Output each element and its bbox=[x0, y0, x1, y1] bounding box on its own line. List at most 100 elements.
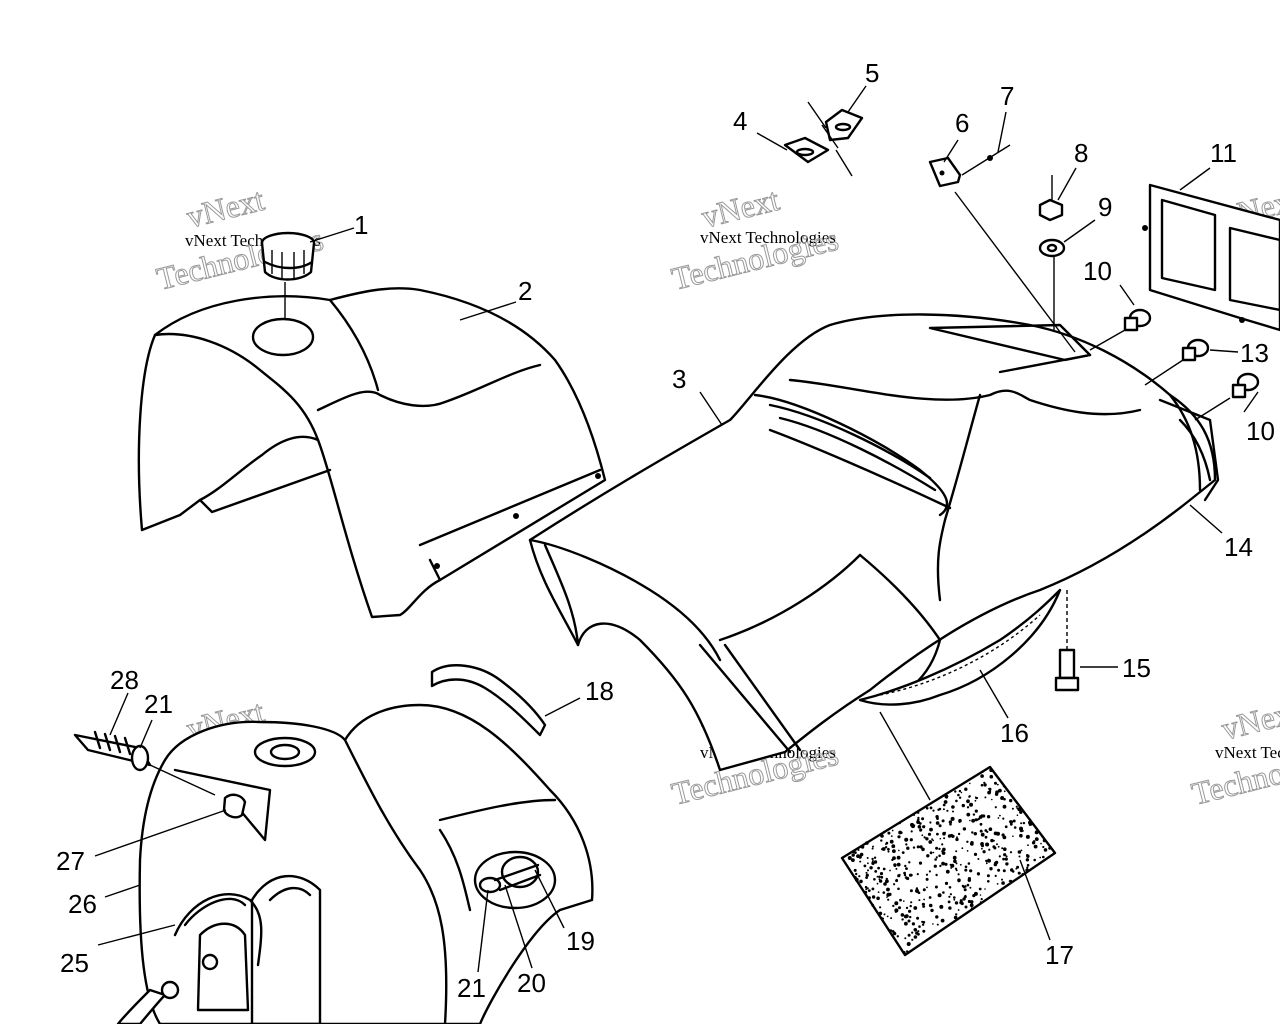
foam-speckle bbox=[1009, 851, 1013, 854]
foam-speckle bbox=[1013, 826, 1017, 829]
foam-speckle bbox=[1009, 820, 1013, 824]
foam-speckle bbox=[961, 884, 965, 888]
foam-speckle bbox=[948, 886, 952, 889]
foam-speckle bbox=[1005, 855, 1008, 858]
foam-speckle bbox=[864, 885, 868, 889]
vent-hose-spring bbox=[73, 730, 216, 796]
foam-speckle bbox=[893, 864, 897, 867]
foam-speckle bbox=[942, 891, 945, 894]
foam-speckle bbox=[903, 900, 905, 902]
foam-speckle bbox=[964, 894, 967, 897]
foam-speckle bbox=[1042, 838, 1047, 843]
foam-speckle bbox=[922, 920, 926, 924]
foam-speckle bbox=[947, 900, 951, 904]
foam-speckle bbox=[994, 874, 997, 878]
foam-speckle bbox=[865, 876, 868, 879]
foam-speckle bbox=[958, 796, 962, 799]
svg-text:vNext Technologies: vNext Technologies bbox=[700, 228, 836, 247]
svg-text:vNext Technologies: vNext Technologies bbox=[1215, 743, 1280, 762]
foam-speckle bbox=[894, 901, 899, 906]
foam-speckle bbox=[891, 930, 895, 933]
foam-speckle bbox=[917, 932, 920, 936]
foam-speckle bbox=[1031, 841, 1036, 845]
foam-speckle bbox=[902, 951, 906, 954]
callout-15: 15 bbox=[1122, 653, 1151, 683]
foam-speckle bbox=[891, 844, 896, 849]
foam-speckle bbox=[906, 876, 910, 881]
foam-speckle bbox=[953, 896, 956, 899]
foam-speckle bbox=[903, 873, 907, 877]
callout-17: 17 bbox=[1045, 940, 1074, 970]
bulb-middle bbox=[1144, 338, 1210, 386]
foam-speckle bbox=[889, 869, 891, 872]
foam-speckle bbox=[898, 849, 900, 852]
foam-speckle bbox=[908, 873, 913, 877]
foam-speckle bbox=[905, 867, 908, 870]
foam-speckle bbox=[921, 923, 925, 926]
foam-speckle bbox=[993, 846, 997, 850]
foam-speckle bbox=[1042, 845, 1045, 849]
foam-speckle bbox=[958, 818, 962, 823]
foam-speckle bbox=[1011, 807, 1014, 810]
foam-speckle bbox=[899, 898, 902, 902]
foam-speckle bbox=[916, 820, 920, 824]
foam-speckle bbox=[997, 868, 1001, 872]
foam-speckle bbox=[1019, 828, 1024, 833]
foam-speckle bbox=[880, 839, 883, 842]
foam-speckle bbox=[955, 799, 958, 803]
foam-speckle bbox=[1042, 855, 1045, 859]
foam-speckle bbox=[878, 911, 883, 916]
foam-speckle bbox=[929, 806, 933, 810]
foam-speckle bbox=[987, 880, 990, 883]
foam-speckle bbox=[1001, 878, 1003, 881]
watermark-2: vNext vNext Technologies Technologies bbox=[667, 180, 842, 297]
latch-plate bbox=[783, 136, 830, 164]
foam-speckle bbox=[991, 798, 993, 801]
foam-speckle bbox=[996, 883, 999, 885]
foam-speckle bbox=[927, 832, 932, 836]
foam-speckle bbox=[869, 866, 873, 870]
foam-speckle bbox=[883, 882, 887, 886]
nut bbox=[1038, 175, 1064, 222]
foam-speckle bbox=[989, 867, 993, 871]
foam-speckle bbox=[1003, 853, 1007, 857]
foam-speckle bbox=[939, 904, 944, 909]
foam-speckle bbox=[871, 903, 875, 907]
foam-speckle bbox=[865, 888, 868, 891]
foam-speckle bbox=[867, 862, 869, 865]
callout-5: 5 bbox=[865, 58, 879, 88]
foam-speckle bbox=[993, 831, 998, 836]
foam-speckle bbox=[936, 923, 939, 926]
foam-speckle bbox=[903, 871, 906, 875]
foam-speckle bbox=[853, 868, 857, 872]
foam-speckle bbox=[1002, 869, 1006, 873]
foam-speckle bbox=[859, 860, 862, 863]
foam-speckle bbox=[956, 836, 958, 839]
foam-speckle bbox=[971, 818, 975, 823]
foam-speckle bbox=[985, 859, 989, 863]
foam-speckle bbox=[967, 878, 971, 882]
foam-speckle bbox=[1012, 835, 1014, 837]
foam-speckle bbox=[933, 864, 937, 868]
callout-16: 16 bbox=[1000, 718, 1029, 748]
foam-speckle bbox=[885, 877, 888, 880]
foam-speckle bbox=[904, 937, 907, 940]
foam-speckle bbox=[889, 839, 894, 844]
foam-speckle bbox=[973, 852, 978, 857]
foam-speckle bbox=[910, 901, 913, 904]
foam-speckle bbox=[1001, 847, 1004, 850]
foam-speckle bbox=[887, 850, 890, 853]
foam-speckle bbox=[897, 887, 900, 891]
foam-speckle bbox=[958, 789, 962, 793]
foam-speckle bbox=[984, 829, 988, 832]
foam-speckle bbox=[909, 904, 912, 908]
foam-speckle bbox=[998, 855, 1001, 858]
foam-speckle bbox=[858, 875, 861, 878]
foam-speckle bbox=[906, 950, 909, 953]
foam-speckle bbox=[851, 850, 855, 854]
foam-speckle bbox=[923, 898, 925, 901]
callout-10-upper: 10 bbox=[1083, 256, 1112, 286]
foam-speckle bbox=[926, 854, 930, 858]
foam-speckle bbox=[988, 787, 992, 791]
foam-speckle bbox=[921, 902, 926, 906]
